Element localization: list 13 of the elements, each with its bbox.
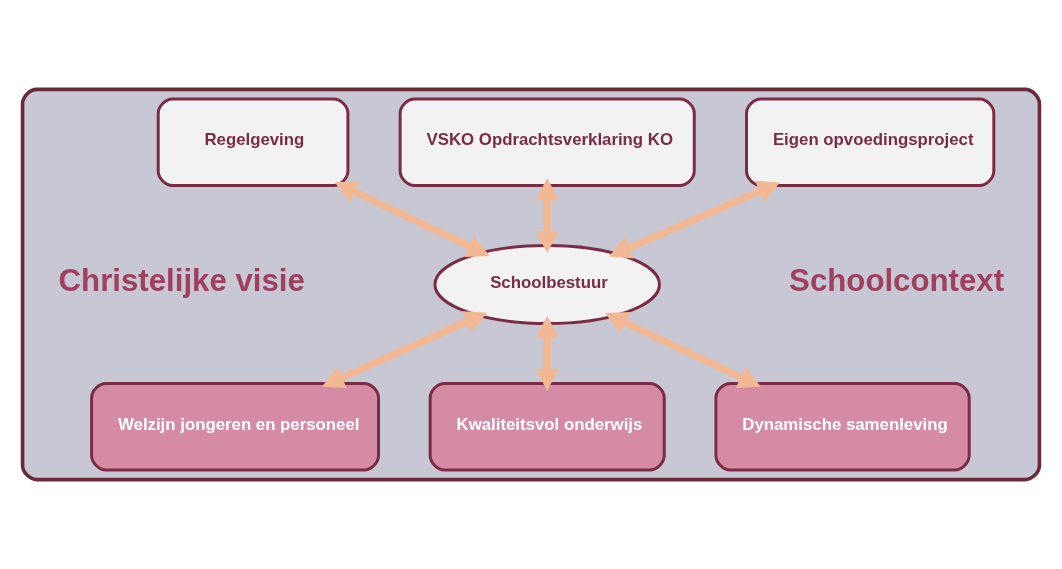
node-box: Welzijn jongeren en personeel — [90, 382, 381, 472]
arrow — [609, 180, 780, 259]
arrow — [535, 178, 559, 254]
arrow — [334, 181, 490, 257]
arrow — [321, 311, 487, 389]
node-box: Dynamische samenleving — [714, 382, 971, 472]
node-box: Regelgeving — [156, 97, 350, 187]
node-box: Kwaliteitsvol onderwijs — [428, 382, 666, 472]
node-box: VSKO Opdrachtsverklaring KO — [398, 97, 696, 187]
arrow — [535, 315, 559, 391]
node-ellipse: Schoolbestuur — [433, 244, 661, 325]
arrow — [605, 312, 761, 388]
node-box: Eigen opvoedingsproject — [745, 97, 996, 187]
